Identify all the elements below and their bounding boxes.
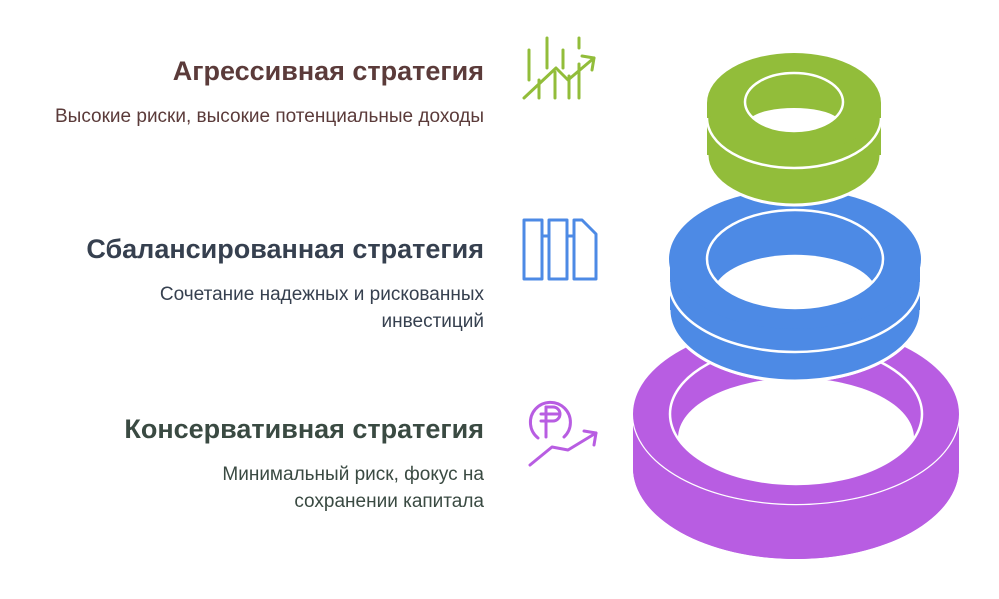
level-description: Минимальный риск, фокус на сохранении ка… [222,464,484,512]
level-conservative: Консервативная стратегия Минимальный рис… [64,413,484,515]
chart-growth-icon [522,36,596,100]
level-title: Сбалансированная стратегия [86,234,484,264]
ring-balanced [667,189,923,383]
level-title: Агрессивная стратегия [172,56,484,86]
level-title: Консервативная стратегия [124,414,484,444]
level-aggressive: Агрессивная стратегия Высокие риски, выс… [24,55,484,130]
ring-conservative [631,324,961,559]
ruble-growth-icon [528,400,598,467]
level-description: Сочетание надежных и рискованных инвести… [159,284,484,332]
level-balanced: Сбалансированная стратегия Сочетание над… [24,233,484,335]
ring-aggressive [705,53,883,207]
columns-icon [522,218,598,281]
level-description: Высокие риски, высокие потенциальные дох… [55,106,484,127]
